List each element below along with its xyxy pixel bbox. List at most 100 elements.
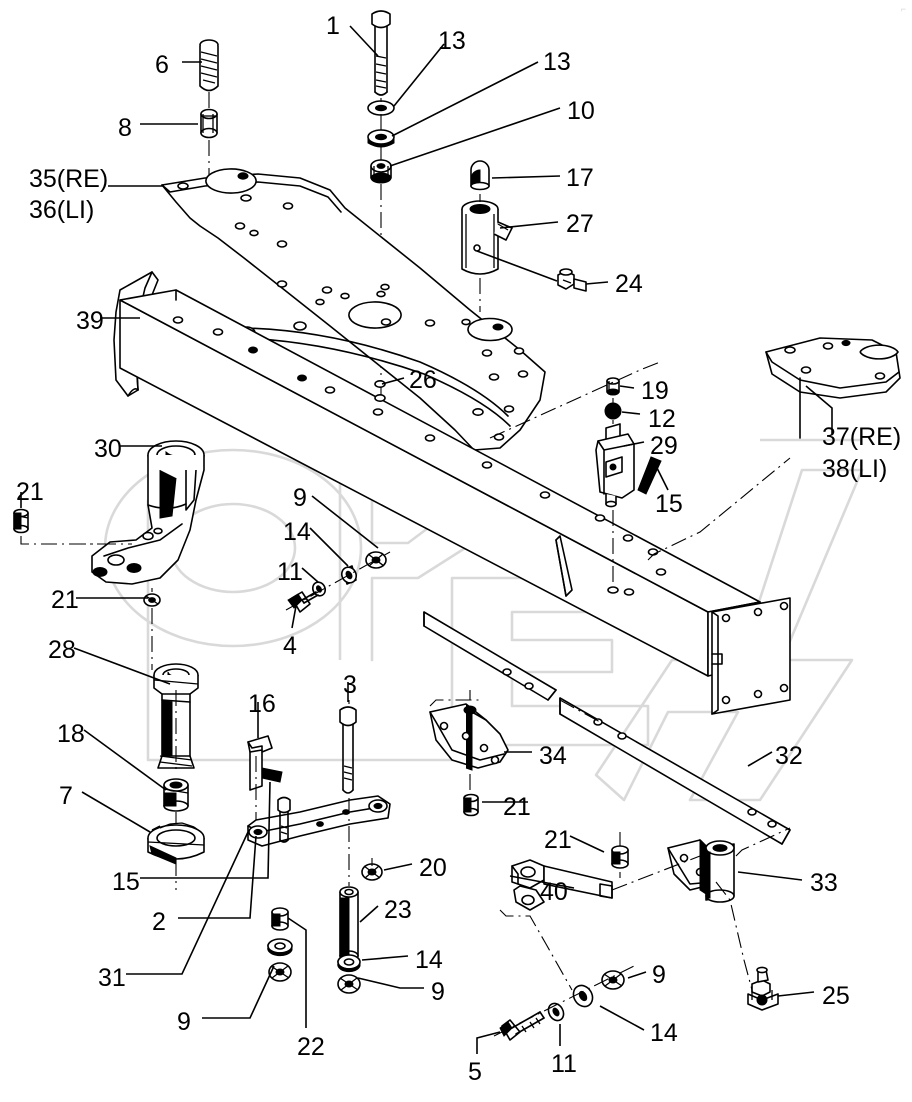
callout-label: 36(LI) xyxy=(29,196,95,224)
callout-label: 17 xyxy=(566,164,594,192)
part-14-washer-bottom xyxy=(572,984,594,1008)
flat-rail-upper xyxy=(423,611,557,701)
part-13-washer-upper xyxy=(367,100,395,116)
callout-label: 9 xyxy=(431,978,445,1006)
callout-label: 23 xyxy=(384,896,412,924)
callout-label: 14 xyxy=(283,518,311,546)
centerline-bottom-bolt xyxy=(493,965,635,1037)
part-16-bracket xyxy=(247,735,283,791)
part-9-nut-stack xyxy=(365,551,387,569)
part-5-bolt-bottom xyxy=(499,1011,545,1041)
callout-label: 11 xyxy=(551,1050,577,1078)
part-22-nut-stack xyxy=(267,907,293,982)
callout-label: 21 xyxy=(51,586,79,614)
part-6-screw xyxy=(199,39,219,92)
callout-label: 9 xyxy=(652,961,666,989)
part-10-nut xyxy=(370,159,392,184)
part-23-spacer-tube xyxy=(339,886,359,962)
callout-label: 10 xyxy=(567,97,595,125)
callout-label: 32 xyxy=(775,742,803,770)
callout-label: 31 xyxy=(98,964,126,992)
callout-label: 9 xyxy=(293,484,307,512)
callout-label: 2 xyxy=(152,908,166,936)
part-13-washer-lower xyxy=(367,129,395,148)
part-20-nut xyxy=(361,863,383,881)
callout-label: 11 xyxy=(277,558,303,586)
callout-label: 38(LI) xyxy=(822,455,888,483)
part-40-clevis xyxy=(511,859,613,911)
part-21-nut-left-lower xyxy=(143,593,161,607)
callout-label: 9 xyxy=(177,1008,191,1036)
bolt-small-near-link xyxy=(277,796,291,843)
part-24-grease-fitting xyxy=(557,268,587,292)
part-21-nut-left-top xyxy=(13,508,29,534)
assembly-path-40 xyxy=(499,909,573,991)
callout-label: 22 xyxy=(297,1033,325,1061)
part-37-38-mount-plate xyxy=(765,337,901,399)
leader-24-to-part xyxy=(476,250,558,282)
callout-label: 3 xyxy=(343,671,357,699)
callout-label: 25 xyxy=(822,982,850,1010)
callout-label: 29 xyxy=(650,432,678,460)
centerline-21-left xyxy=(20,536,100,545)
assembly-path-25 xyxy=(715,881,753,991)
callout-label: 21 xyxy=(544,826,572,854)
assembly-path-33-to-rail xyxy=(735,827,791,857)
part-30-swivel-arm xyxy=(91,440,205,585)
callout-label: 6 xyxy=(155,51,169,79)
callout-label: 21 xyxy=(503,793,531,821)
part-33-hinge-roller xyxy=(667,838,735,903)
callout-label: 40 xyxy=(540,878,568,906)
beam-end-plate xyxy=(711,597,791,715)
part-3-bolt xyxy=(339,706,357,794)
part-14-washer-stack xyxy=(340,565,358,585)
part-12-ball xyxy=(604,402,622,420)
callout-label: 34 xyxy=(539,742,567,770)
callout-label: 13 xyxy=(543,48,571,76)
callout-label: 16 xyxy=(248,690,276,718)
part-25-grease-fitting xyxy=(747,966,779,1011)
part-9-nut-bottom xyxy=(601,970,625,990)
callout-label: 19 xyxy=(641,377,669,405)
callout-label: 39 xyxy=(76,307,104,335)
part-4-bolt xyxy=(287,591,319,613)
centerline-4-9 xyxy=(285,551,391,611)
callout-label: 8 xyxy=(118,114,132,142)
assembly-path-37-38 xyxy=(647,457,791,561)
callout-label: 20 xyxy=(419,854,447,882)
part-14-washer-lower xyxy=(337,954,361,973)
leader-lines xyxy=(20,25,833,1054)
callout-label: 37(RE) xyxy=(822,423,902,451)
part-7-ring-nut xyxy=(147,822,205,865)
part-18-spacer xyxy=(163,778,189,812)
callout-label: 27 xyxy=(566,210,594,238)
corner-mark: ⌐ xyxy=(900,4,906,14)
callout-label: 4 xyxy=(283,632,297,660)
callout-label: 15 xyxy=(112,868,140,896)
part-15-pin-upper xyxy=(637,456,662,495)
part-27-cylinder xyxy=(461,200,513,275)
part-21-nut-near-40 xyxy=(611,845,629,869)
callout-label: 1 xyxy=(326,12,340,40)
callout-label: 35(RE) xyxy=(29,165,109,193)
callout-label: 18 xyxy=(57,720,85,748)
callout-label: 21 xyxy=(16,478,44,506)
callout-label: 30 xyxy=(94,435,122,463)
callout-label: 28 xyxy=(48,636,76,664)
callout-label: 13 xyxy=(438,27,466,55)
callout-label: 33 xyxy=(810,869,838,897)
callout-label: 26 xyxy=(409,366,437,394)
part-29-valve-block xyxy=(595,423,635,508)
callout-label: 12 xyxy=(648,405,676,433)
part-21-nut-near-34 xyxy=(463,793,479,817)
callout-label: 14 xyxy=(650,1019,678,1047)
part-1-bolt xyxy=(371,10,391,96)
callout-label: 14 xyxy=(415,946,443,974)
part-19-nut xyxy=(606,377,620,396)
callout-label: 15 xyxy=(655,490,683,518)
part-32-long-beam-rail xyxy=(559,697,791,845)
callout-label: 5 xyxy=(468,1058,482,1086)
callout-label: 24 xyxy=(615,270,643,298)
assembly-path-40-33 xyxy=(611,855,701,891)
